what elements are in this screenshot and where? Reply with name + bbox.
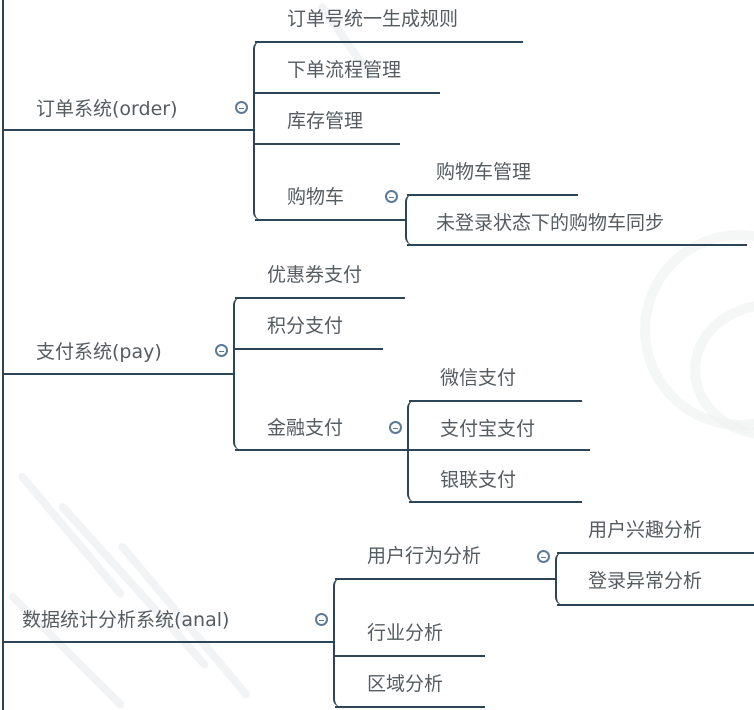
node-industry[interactable]: 行业分析: [367, 622, 444, 644]
node-underline: [335, 655, 485, 657]
node-underline: [235, 449, 409, 451]
children-bracket: [233, 297, 245, 450]
node-underline: [255, 41, 523, 43]
node-underline: [407, 194, 578, 196]
connector-line: [3, 129, 255, 131]
connector-line: [3, 373, 235, 375]
node-underline: [235, 297, 405, 299]
node-underline: [235, 348, 383, 350]
node-user-behavior[interactable]: 用户行为分析: [367, 545, 482, 567]
node-underline: [409, 400, 582, 402]
node-order-system[interactable]: 订单系统(order): [36, 98, 178, 120]
children-bracket: [333, 578, 345, 707]
node-login-anomaly[interactable]: 登录异常分析: [588, 570, 703, 592]
node-underline: [255, 143, 400, 145]
node-cart[interactable]: 购物车: [287, 186, 345, 208]
collapse-toggle-icon[interactable]: [389, 421, 402, 434]
node-cart-sync[interactable]: 未登录状态下的购物车同步: [436, 212, 665, 234]
node-unionpay[interactable]: 银联支付: [440, 469, 517, 491]
node-wechat-pay[interactable]: 微信支付: [440, 367, 517, 389]
node-underline: [557, 604, 754, 606]
root-trunk-line: [2, 0, 4, 710]
node-underline: [255, 92, 440, 94]
collapse-toggle-icon[interactable]: [215, 344, 228, 357]
node-cart-manage[interactable]: 购物车管理: [436, 161, 532, 183]
node-region[interactable]: 区域分析: [367, 673, 444, 695]
node-underline: [409, 449, 590, 451]
node-underline: [335, 578, 557, 580]
node-finance-pay[interactable]: 金融支付: [267, 417, 344, 439]
node-user-interest[interactable]: 用户兴趣分析: [588, 519, 703, 541]
children-bracket: [253, 41, 265, 220]
collapse-toggle-icon[interactable]: [537, 550, 550, 563]
node-underline: [335, 706, 485, 708]
collapse-toggle-icon[interactable]: [315, 613, 328, 626]
connector-line: [3, 641, 335, 643]
node-alipay[interactable]: 支付宝支付: [440, 418, 536, 440]
node-coupon-pay[interactable]: 优惠券支付: [267, 264, 363, 286]
children-bracket: [555, 552, 567, 605]
node-order-id-rule[interactable]: 订单号统一生成规则: [287, 8, 459, 30]
node-anal-system[interactable]: 数据统计分析系统(anal): [22, 609, 230, 631]
node-inventory[interactable]: 库存管理: [287, 110, 364, 132]
collapse-toggle-icon[interactable]: [385, 190, 398, 203]
node-pay-system[interactable]: 支付系统(pay): [36, 341, 162, 363]
node-underline: [407, 244, 747, 246]
node-underline: [255, 219, 407, 221]
node-points-pay[interactable]: 积分支付: [267, 315, 344, 337]
node-order-flow[interactable]: 下单流程管理: [287, 59, 402, 81]
children-bracket: [407, 400, 419, 502]
node-underline: [409, 501, 582, 503]
node-underline: [557, 552, 754, 554]
collapse-toggle-icon[interactable]: [235, 101, 248, 114]
children-bracket: [405, 194, 417, 245]
